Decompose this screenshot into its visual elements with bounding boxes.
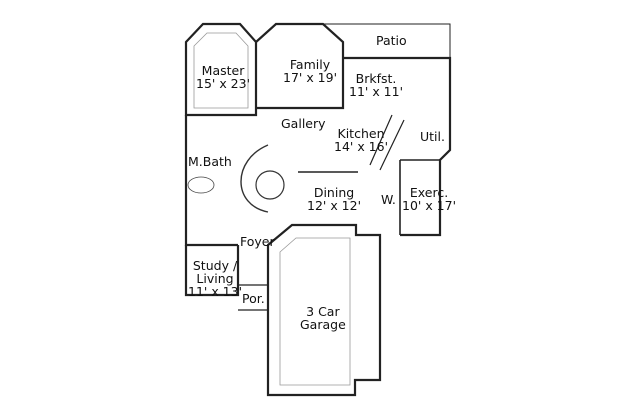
room-brkfst: Brkfst. 11' x 11' [349,72,403,98]
kitchen-counter [369,114,405,171]
west-wall [184,115,238,247]
room-name: Study / [192,258,238,273]
east-wall [343,56,452,237]
room-name: Dining [313,185,355,200]
room-family: Family 17' x 19' [283,58,337,84]
room-dims: 17' x 19' [283,70,338,85]
room-util: Util. [420,130,445,143]
room-name: Util. [420,129,445,144]
room-gallery: Gallery [281,117,326,130]
room-name: Exerc. [409,185,449,200]
room-dining: Dining 12' x 12' [307,186,361,212]
room-garage: 3 Car Garage [300,305,346,331]
room-name: Brkfst. [355,71,397,86]
room-master: Master 15' x 23' [196,64,250,90]
room-name-2: Garage [300,317,346,332]
room-foyer: Foyer [240,235,275,248]
stair [240,144,269,213]
room-w: W. [381,193,396,206]
room-name: Kitchen [337,126,385,141]
room-name-2: Living [196,271,234,286]
room-study: Study / Living 11' x 13' [188,259,242,298]
room-porch: Por. [242,292,265,305]
master-ceiling [193,32,249,109]
room-name: Master [201,63,245,78]
room-dims: 10' x 17' [402,198,457,213]
study-wall [184,245,240,297]
room-name: Family [289,57,331,72]
room-patio: Patio [376,34,407,47]
room-name: Foyer [240,234,275,249]
family-wall [255,22,345,110]
room-dims: 11' x 11' [349,84,404,99]
room-exerc: Exerc. 10' x 17' [402,186,456,212]
room-name: M.Bath [188,154,232,169]
room-name: Patio [376,33,407,48]
tub [187,176,215,194]
room-name: W. [381,192,396,207]
room-dims: 14' x 16' [334,139,389,154]
dining-wall [298,171,358,226]
room-name: Por. [242,291,265,306]
stair-newel [255,170,285,200]
room-dims: 15' x 23' [196,76,251,91]
exerc-wall [399,159,440,235]
room-dims: 11' x 13' [188,284,243,299]
room-name: Gallery [281,116,326,131]
room-name: 3 Car [306,304,340,319]
room-dims: 12' x 12' [307,198,362,213]
room-kitchen: Kitchen 14' x 16' [334,127,388,153]
garage-inner [279,237,351,386]
room-mbath: M.Bath [188,155,232,168]
